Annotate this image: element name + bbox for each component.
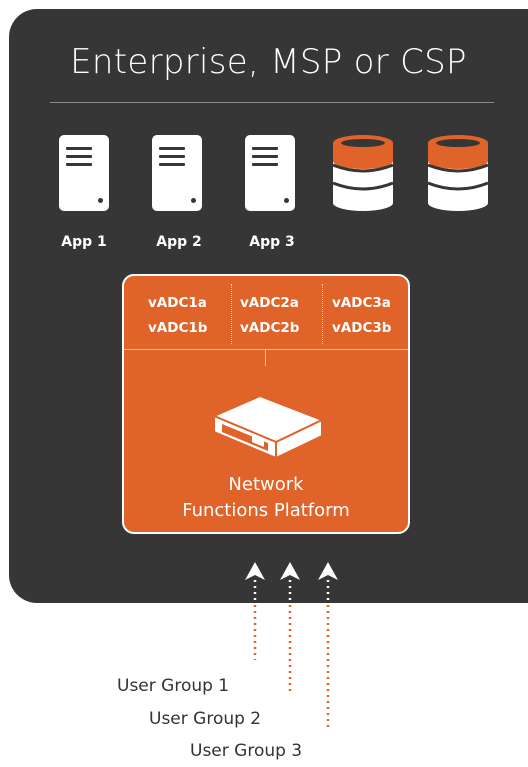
vadc-label: vADC2b <box>240 320 300 336</box>
platform-label: Functions Platform <box>182 500 350 521</box>
vadc-label: vADC3a <box>332 295 391 311</box>
database-icon <box>333 135 393 211</box>
connector-tick <box>265 350 266 366</box>
user-group-label: User Group 3 <box>190 741 303 761</box>
vadc-label: vADC2a <box>240 295 299 311</box>
vadc-row-divider <box>124 349 408 350</box>
vadc-label: vADC1a <box>148 295 207 311</box>
database-icon <box>428 135 488 211</box>
server-icon <box>245 135 295 211</box>
app-label: App 2 <box>156 234 202 250</box>
app-label: App 3 <box>249 234 295 250</box>
vadc-column-divider <box>231 284 232 344</box>
title-divider <box>50 102 494 103</box>
platform-label: Network <box>228 474 304 495</box>
user-group-label: User Group 1 <box>117 676 230 696</box>
server-icon <box>152 135 202 211</box>
server-icon <box>59 135 109 211</box>
vadc-label: vADC1b <box>148 320 208 336</box>
vadc-column-divider <box>322 284 323 344</box>
vadc-label: vADC3b <box>332 320 392 336</box>
network-appliance-icon <box>213 395 323 459</box>
user-group-label: User Group 2 <box>149 709 262 729</box>
diagram-title: Enterprise, MSP or CSP <box>70 42 467 82</box>
app-label: App 1 <box>61 234 107 250</box>
